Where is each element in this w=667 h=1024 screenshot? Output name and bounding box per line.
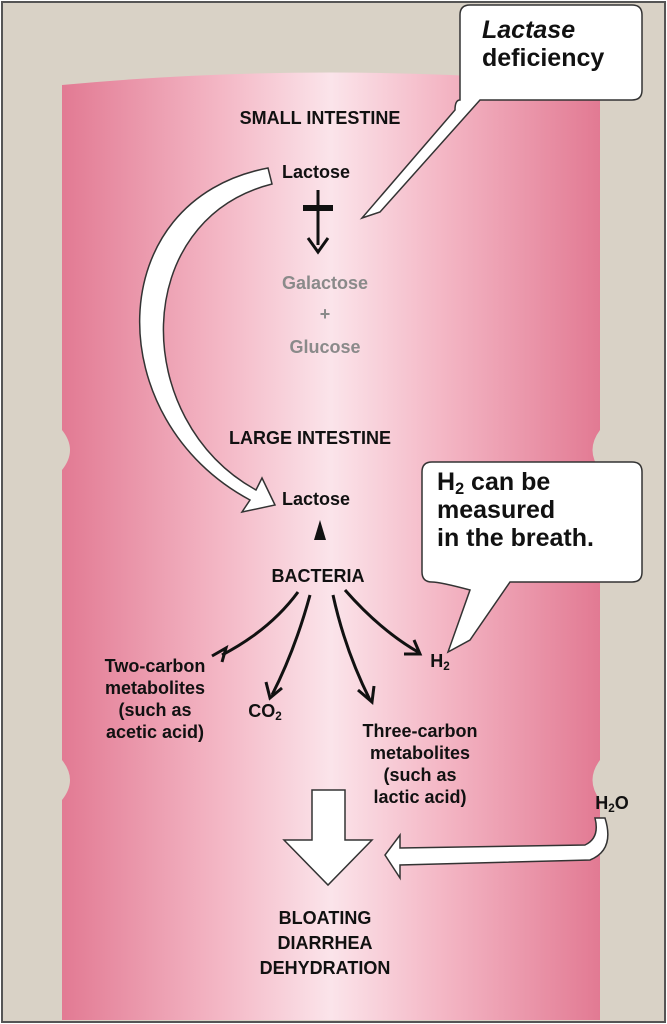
h2-callout-line2: measured [437, 496, 556, 524]
outcome-dehydration: DEHYDRATION [259, 958, 391, 978]
glucose-label: Glucose [289, 337, 361, 357]
intestine-shape [62, 72, 600, 1020]
galactose-label: Galactose [281, 273, 369, 293]
lactose-large-intestine: Lactose [281, 489, 351, 509]
large-intestine-label: LARGE INTESTINE [228, 428, 392, 448]
outcome-diarrhea: DIARRHEA [277, 933, 373, 953]
lactose-passage-arrow [139, 167, 277, 514]
h2-callout-line1: H2 can be [437, 468, 551, 499]
outcome-arrow [282, 789, 374, 887]
outcomes-list: BLOATING DIARRHEA DEHYDRATION [260, 906, 391, 981]
lactase-callout-line1: Lactase [482, 16, 576, 44]
h2-callout-box [421, 461, 643, 654]
outcome-bloating: BLOATING [278, 908, 372, 928]
h2o-label: H2O [595, 793, 629, 815]
water-arrow [384, 817, 609, 881]
bacteria-label: BACTERIA [271, 566, 365, 586]
h2-callout-line3: in the breath. [437, 524, 594, 552]
small-intestine-label: SMALL INTESTINE [239, 108, 401, 128]
lactase-callout-box [359, 4, 643, 220]
h2-label: H2 [430, 651, 450, 673]
lactase-callout-line2: deficiency [482, 44, 605, 72]
lactose-small-intestine: Lactose [281, 162, 351, 182]
block-bar [303, 205, 333, 211]
plus-sign: + [319, 304, 331, 324]
co2-label: CO2 [248, 701, 282, 723]
